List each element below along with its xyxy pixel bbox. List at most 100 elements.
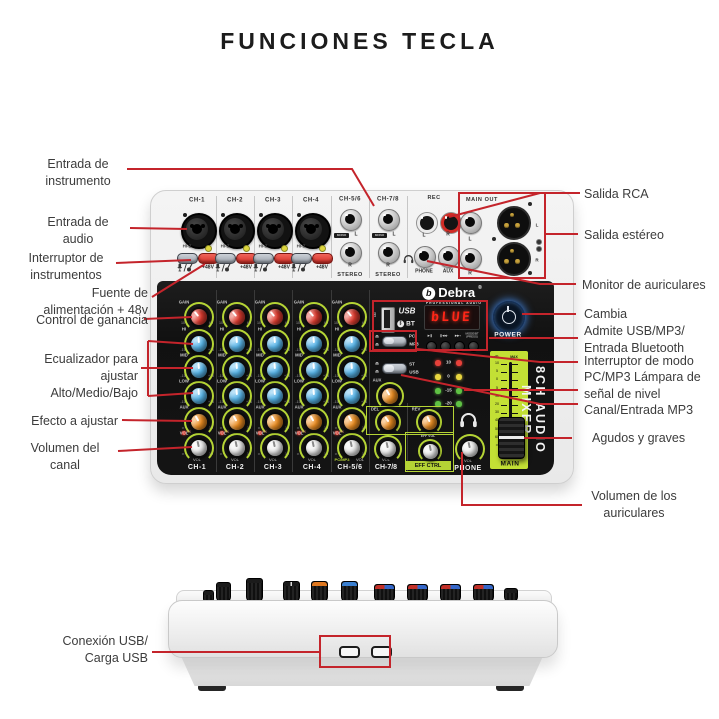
bluetooth-icon: ᛒ [397, 319, 405, 327]
connector-mini-icon [536, 239, 542, 245]
fader-scale-1: 5 [496, 369, 498, 374]
pk-label: PK [186, 430, 192, 435]
mp3-label: MP3 [409, 341, 419, 347]
stereo-r-label: R [386, 262, 390, 269]
callout-usb-connection: Conexión USB/ Carga USB [62, 634, 148, 665]
strip-divider [331, 290, 332, 472]
rec-left-label: L [422, 232, 426, 239]
callout-audio-input: Entrada de audio [47, 215, 109, 246]
aux-jack-label: AUX [442, 268, 454, 275]
row-label-aux: AUX [255, 404, 265, 410]
usb-label: USB [398, 306, 416, 316]
pk-label: PK [262, 430, 268, 435]
vol-caption: VOL [268, 456, 278, 462]
usb-c-port [339, 646, 360, 658]
usb-port-inner [384, 310, 390, 328]
display-button-label-1: ❚◀◀− [439, 333, 449, 338]
hiz-label: HI-Z [182, 243, 192, 249]
pk-label: PK [339, 430, 345, 435]
row-label-hi: HI [219, 326, 225, 332]
scale-min: ∞ [219, 426, 223, 431]
fader-slot [508, 362, 512, 455]
row-label-gain: GAIN [293, 299, 305, 305]
scale-min: ∞ [257, 426, 261, 431]
main-out-xlr-l [497, 206, 531, 240]
usb-mode-label: USB [409, 369, 419, 375]
row-label-mid: MID [218, 352, 226, 358]
connector-mini-icon [536, 246, 542, 252]
meter-label-10: 10 [445, 359, 452, 365]
mixer-side-view-body [168, 600, 558, 658]
row-label-gain: GAIN [216, 299, 228, 305]
mic-guitar-icon [177, 263, 193, 272]
scale-min: -15 [333, 400, 339, 405]
scale-min: -15 [218, 348, 224, 353]
hiz-label: HI-Z [258, 243, 268, 249]
scale-min: ∞ [334, 452, 338, 457]
callout-mode-switch: Interruptor de modo PC/MP3 Lámpara de se… [584, 354, 701, 417]
mic-guitar-icon [253, 263, 269, 272]
row-label-hi: HI [296, 326, 302, 332]
display-button [467, 340, 479, 352]
row-label-low: LOW [179, 378, 189, 384]
p48-label: +48V [316, 264, 328, 271]
display-button-label-3: MODE/BT (PRESS) [465, 331, 479, 339]
row-label-low: LOW [217, 378, 227, 384]
row-label-low: LOW [255, 378, 265, 384]
row-label-aux: AUX [179, 404, 189, 410]
strip-name-ch-5-6: CH-5/6 [337, 463, 363, 471]
stereo-l-label: L [354, 231, 358, 238]
scale-min: -15 [218, 400, 224, 405]
rec-right-label: R [446, 231, 450, 238]
strip-divider [292, 290, 293, 472]
side-knob [215, 582, 231, 602]
scale-min: 10 [219, 321, 223, 326]
strip-divider [407, 403, 408, 472]
p48-label: +48V [240, 264, 252, 271]
callout-rca-output: Salida RCA [584, 187, 649, 201]
stereo-r-label: R [348, 262, 352, 269]
callout-phantom-power: Fuente de alimentación + 48v [43, 286, 148, 317]
scale-min: ∞ [219, 452, 223, 457]
fader-main-label: MAIN [500, 460, 520, 468]
fader-tick [512, 412, 518, 414]
scale-min: ∞ [181, 426, 185, 431]
signal-led [280, 244, 288, 252]
row-label-low: LOW [332, 378, 342, 384]
strip-name-ch-4: CH-4 [302, 463, 322, 471]
main-out-label: MAIN OUT [466, 196, 498, 203]
strip-divider [369, 290, 370, 472]
registered-mark: ® [478, 284, 482, 291]
meter-label-0: 0 [447, 373, 450, 379]
hiz-switch [215, 253, 236, 264]
fader-scale-6: 30 [495, 410, 499, 415]
brand-glyph-icon: b [422, 286, 436, 300]
row-label-hi: HI [334, 326, 340, 332]
side-knob [310, 581, 328, 602]
power-symbol-icon [502, 310, 516, 324]
mic-guitar-icon [291, 263, 307, 272]
row-label-gain: GAIN [254, 299, 266, 305]
ch78-aux-label: AUX [372, 377, 382, 383]
display-button [439, 340, 451, 352]
strip-name-ch-1: CH-1 [187, 463, 207, 471]
scale-min: -15 [180, 348, 186, 353]
eject-icon: ⏏ [374, 341, 380, 347]
p48-label: +48V [278, 264, 290, 271]
scale-min: -15 [295, 400, 301, 405]
scale-min: 10 [181, 321, 185, 326]
callout-usb-mp3-bt: Admite USB/MP3/ Entrada Bluetooth [584, 324, 685, 355]
display-button-label-0: ▶❚ [427, 333, 433, 338]
mic-guitar-icon [215, 263, 231, 272]
hiz-switch [291, 253, 312, 264]
fader-cap [497, 417, 525, 459]
scale-min: 10 [296, 321, 300, 326]
channel-label-ch-7-8: CH-7/8 [376, 196, 400, 203]
phone-knob-label: PHONE [454, 465, 482, 473]
meter-led-r [456, 360, 462, 366]
usb-grid-icon: ⊞ [371, 312, 377, 319]
scale-min: -15 [333, 348, 339, 353]
channel-divider [216, 196, 217, 278]
page-title: FUNCIONES TECLA [220, 28, 499, 54]
scale-min: ∞ [181, 452, 185, 457]
